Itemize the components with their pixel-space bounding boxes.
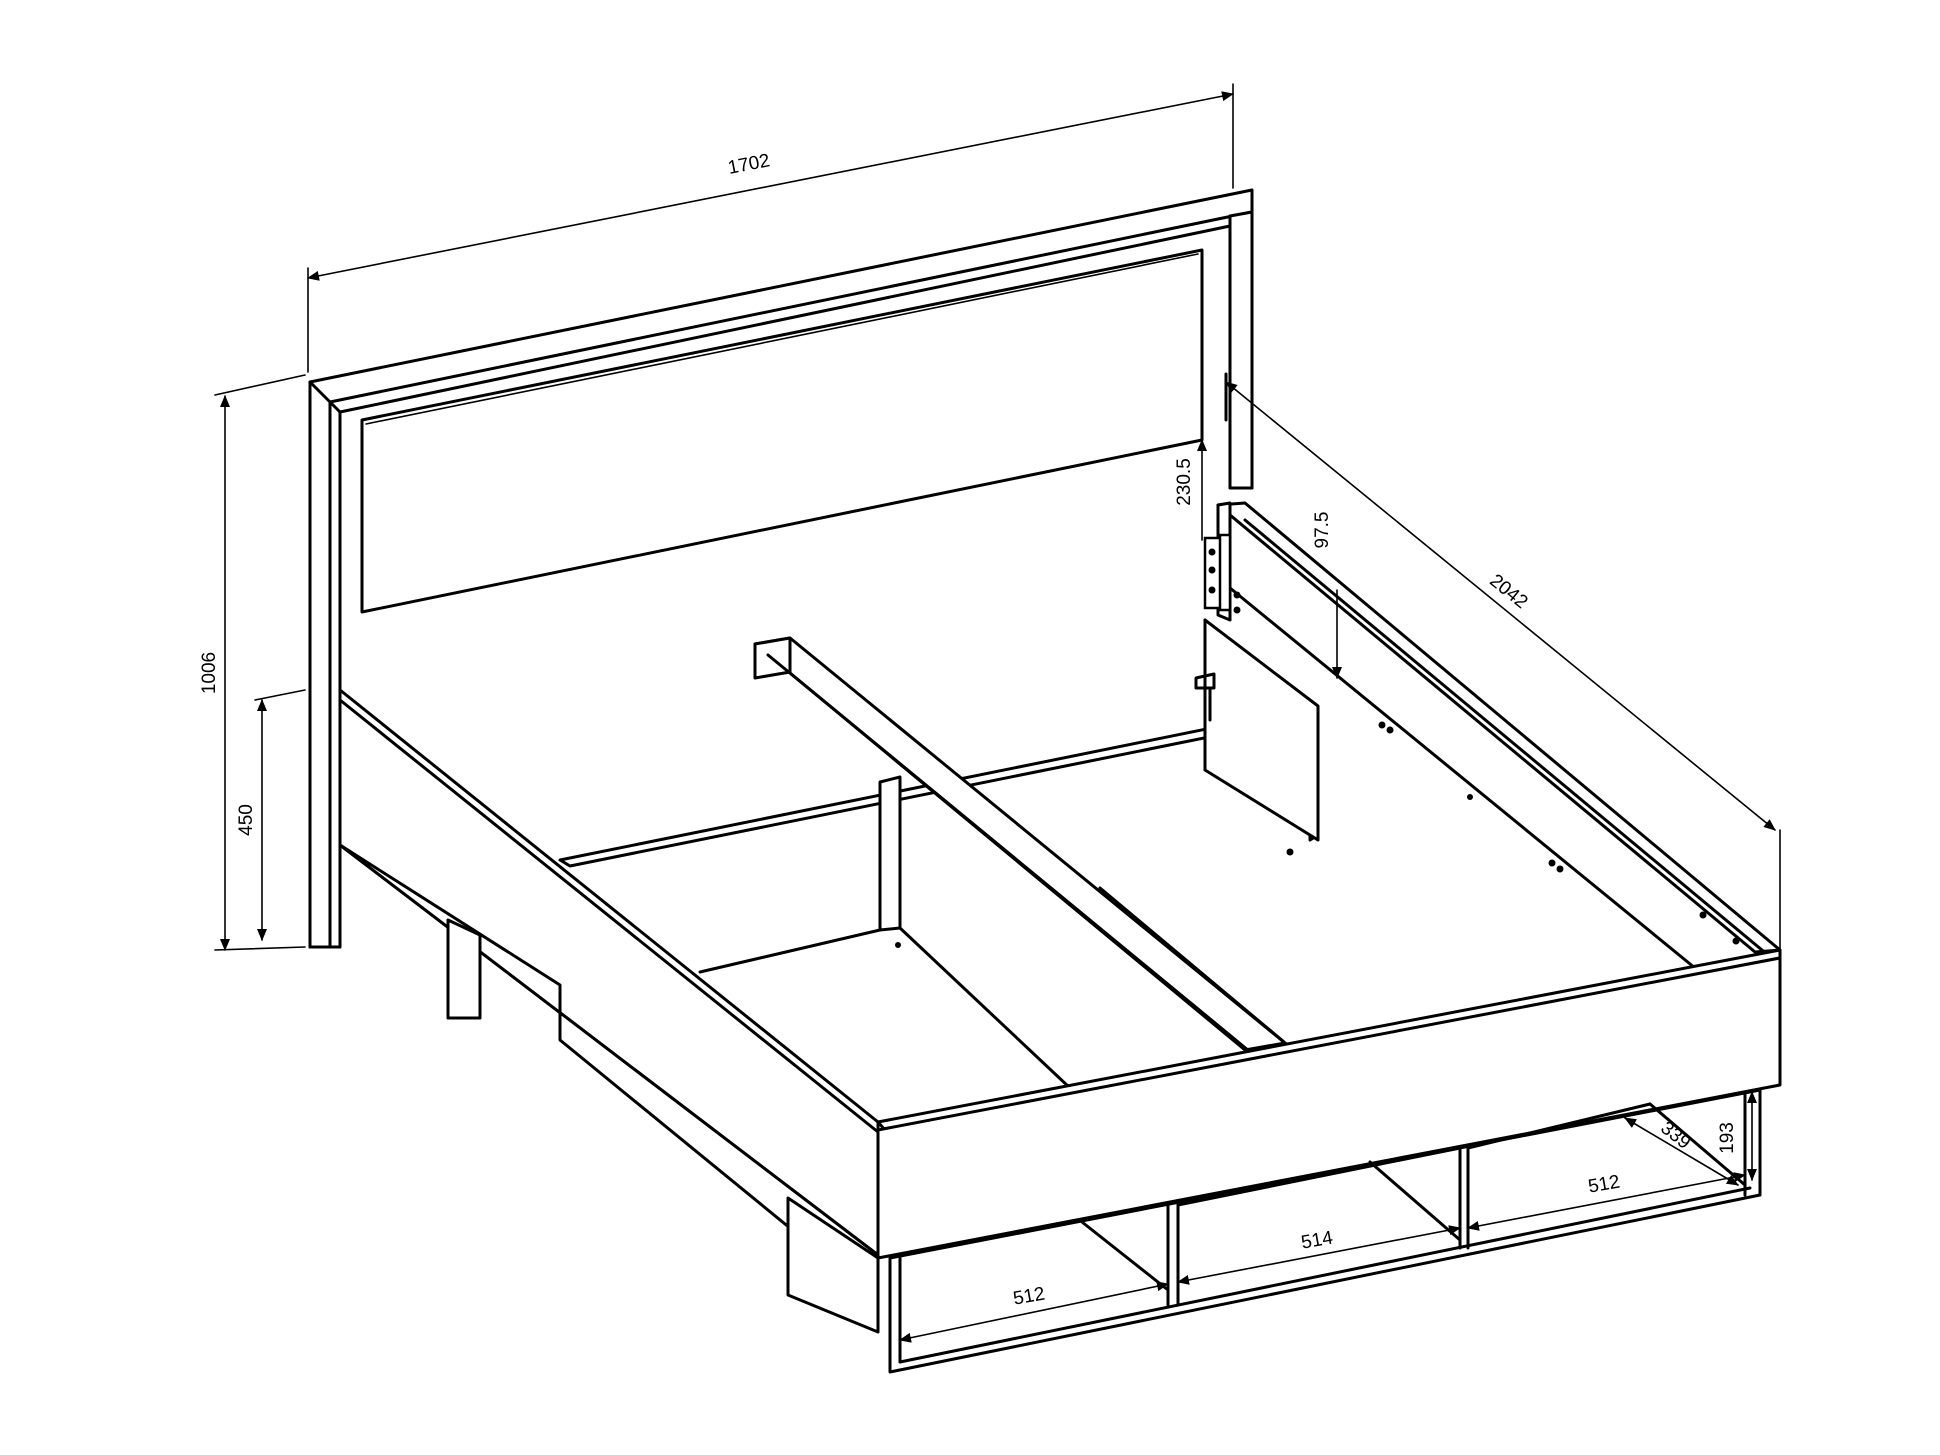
width-label: 1702 <box>726 150 772 179</box>
footboard <box>786 948 1782 1374</box>
height-label: 1006 <box>199 652 220 694</box>
length-label: 2042 <box>1485 570 1531 613</box>
center-support-beam <box>698 636 1292 1090</box>
left-side-panel <box>338 688 880 1302</box>
dimension-lines <box>214 83 1781 1343</box>
bracket-hardware <box>1194 533 1241 722</box>
headboard-offset-label: 230.5 <box>1174 458 1195 506</box>
bed-height-label: 450 <box>236 804 257 836</box>
drawer-height-label: 193 <box>1717 1122 1738 1154</box>
rail-drop-label: 97.5 <box>1312 512 1333 549</box>
